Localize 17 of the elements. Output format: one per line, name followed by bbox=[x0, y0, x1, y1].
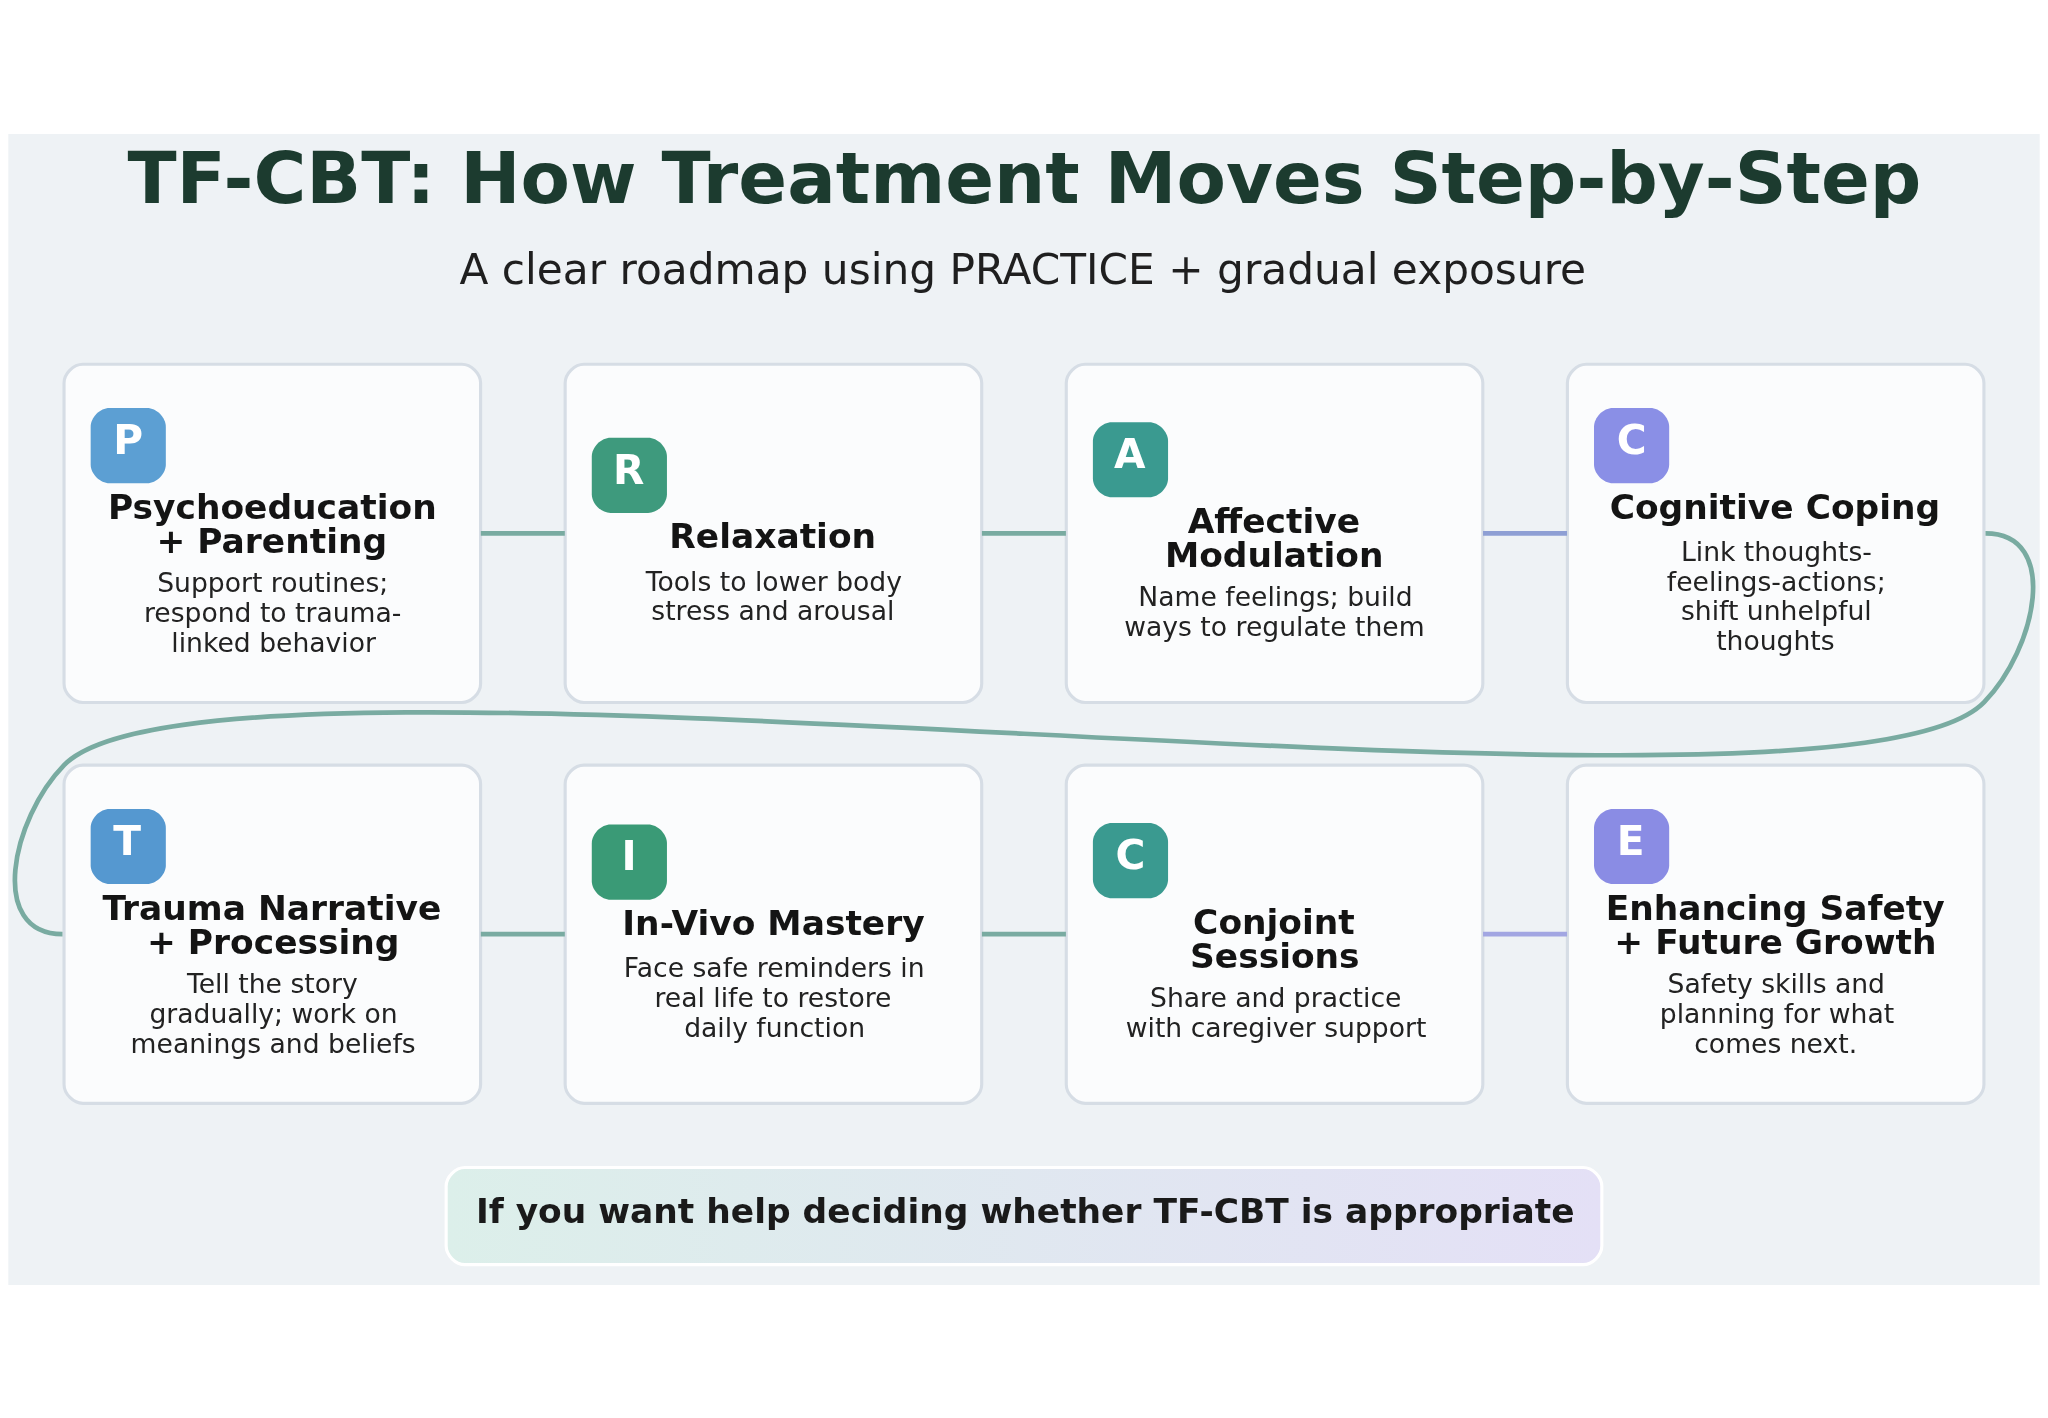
node-box: C Conjoint Sessions Share and practice with caregiver support bbox=[1064, 763, 1485, 1105]
node-box: P Psychoeducation + Parenting Support routines; respond to trauma-linked behavior bbox=[62, 362, 483, 704]
connector bbox=[480, 530, 565, 536]
connector bbox=[1483, 931, 1568, 937]
node-box: C Cognitive Coping Link thoughts-feelings-actions; shift unhelpful thoughts bbox=[1565, 362, 1986, 704]
label: A clear roadmap using PRACTICE + gradual exposure bbox=[459, 244, 1587, 294]
node-box: T Trauma Narrative + Processing Tell the story gradually; work on meanings and beliefs bbox=[62, 763, 483, 1105]
node-box: R Relaxation Tools to lower body stress and arousal bbox=[563, 362, 984, 704]
connector bbox=[1483, 530, 1568, 536]
connector bbox=[981, 931, 1066, 937]
node-box: E Enhancing Safety + Future Growth Safety skills and planning for what comes next. bbox=[1565, 763, 1986, 1105]
connector bbox=[12, 530, 2036, 936]
connector bbox=[480, 931, 565, 937]
diagram-title: TF-CBT: How Treatment Moves Step-by-Step bbox=[127, 135, 1922, 220]
node-box: A Affective Modulation Name feelings; build ways to regulate them bbox=[1064, 362, 1485, 704]
node-box: I In-Vivo Mastery Face safe reminders in real life to restore daily function bbox=[563, 763, 984, 1105]
connector bbox=[981, 530, 1066, 536]
